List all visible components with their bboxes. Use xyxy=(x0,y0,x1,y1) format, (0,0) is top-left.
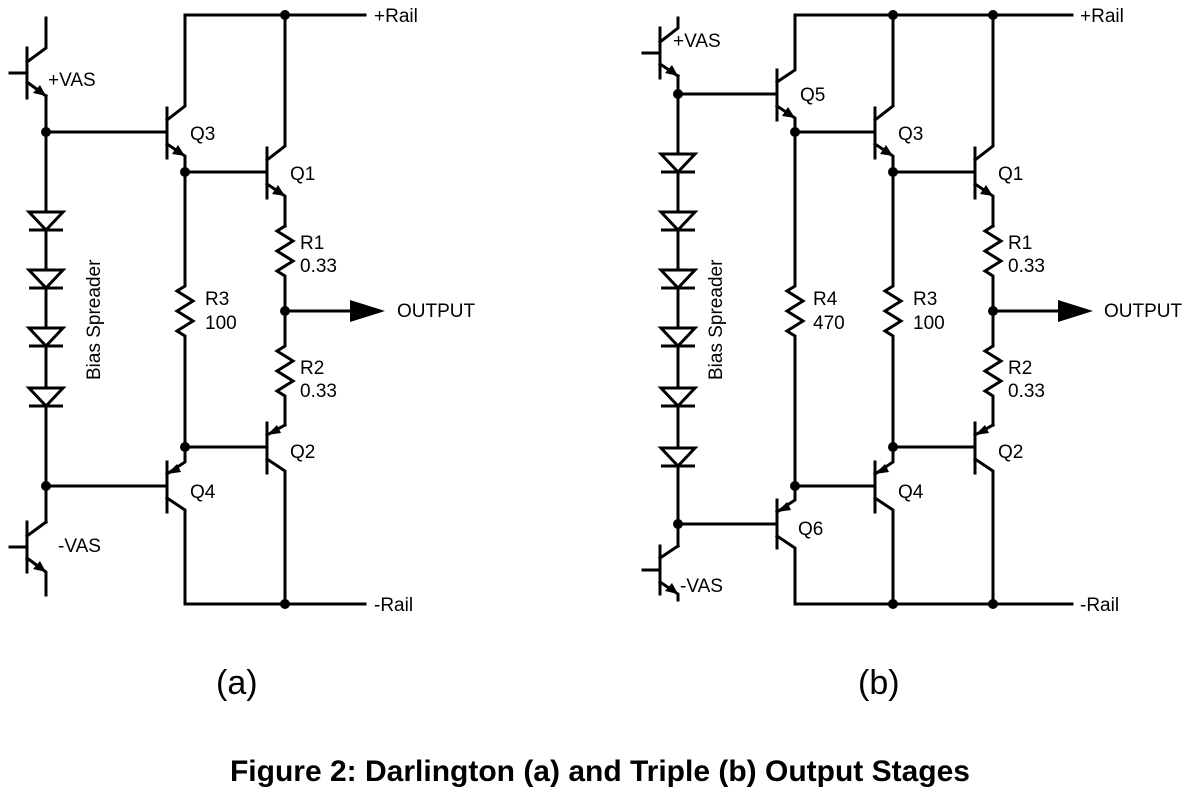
positive-rail-a xyxy=(183,10,367,20)
circuit-a: +Rail -Rail +VAS -VAS xyxy=(8,6,476,702)
r4-value-b: 470 xyxy=(813,313,845,334)
r3-resistor-b xyxy=(882,170,904,452)
q4-label-b: Q4 xyxy=(898,482,924,503)
r2-value-b: 0.33 xyxy=(1008,381,1045,402)
bias-spreader-label-a: Bias Spreader xyxy=(84,259,105,380)
positive-rail-b xyxy=(793,10,1074,20)
r1-name-a: R1 xyxy=(300,233,324,254)
q3-label-a: Q3 xyxy=(190,124,215,145)
r3-name-b: R3 xyxy=(913,289,937,310)
vas-negative-transistor-b xyxy=(641,522,681,602)
output-node-b xyxy=(988,300,1093,322)
vas-negative-label-a: -VAS xyxy=(58,536,101,557)
vas-positive-transistor-a xyxy=(8,16,49,134)
r4-resistor-b xyxy=(784,130,806,491)
positive-rail-label-b: +Rail xyxy=(1080,6,1124,27)
output-label-a: OUTPUT xyxy=(397,301,476,322)
vas-positive-label-a: +VAS xyxy=(48,70,96,91)
r2-resistor-b xyxy=(982,309,1004,427)
negative-rail-label-b: -Rail xyxy=(1080,595,1119,616)
r3-value-b: 100 xyxy=(913,313,945,334)
r2-value-a: 0.33 xyxy=(300,381,337,402)
q4-transistor-a xyxy=(44,445,187,606)
q2-transistor-a xyxy=(183,421,288,606)
q2-label-b: Q2 xyxy=(998,442,1023,463)
vas-negative-transistor-a xyxy=(8,484,49,597)
bias-spreader-label-b: Bias Spreader xyxy=(706,259,727,380)
r1-resistor-a xyxy=(274,223,296,313)
vas-positive-label-b: +VAS xyxy=(673,31,721,52)
r3-name-a: R3 xyxy=(205,289,229,310)
q1-transistor-b xyxy=(891,13,995,228)
output-label-b: OUTPUT xyxy=(1104,301,1183,322)
circuit-b: +Rail -Rail +VAS -VAS xyxy=(641,6,1183,702)
r4-name-b: R4 xyxy=(813,289,838,310)
q1-label-b: Q1 xyxy=(998,164,1023,185)
vas-positive-transistor-b xyxy=(641,16,681,96)
r1-name-b: R1 xyxy=(1008,233,1032,254)
negative-rail-a xyxy=(183,599,367,609)
panel-label-b: (b) xyxy=(858,664,900,702)
r3-value-a: 100 xyxy=(205,313,237,334)
r1-value-a: 0.33 xyxy=(300,256,337,277)
q4-transistor-b xyxy=(793,445,895,606)
r1-resistor-b xyxy=(982,223,1004,313)
r1-value-b: 0.33 xyxy=(1008,256,1045,277)
q3-transistor-b xyxy=(793,13,898,177)
r2-resistor-a xyxy=(274,309,296,427)
figure-caption: Figure 2: Darlington (a) and Triple (b) … xyxy=(230,755,970,788)
positive-rail-label-a: +Rail xyxy=(374,6,418,27)
q1-label-a: Q1 xyxy=(290,164,315,185)
r2-name-b: R2 xyxy=(1008,358,1032,379)
q1-transistor-a xyxy=(183,13,287,228)
q5-label-b: Q5 xyxy=(800,85,825,106)
q2-transistor-b xyxy=(891,421,996,606)
q3-transistor-a xyxy=(44,13,190,177)
output-node-a xyxy=(280,300,385,322)
q6-label-b: Q6 xyxy=(798,519,823,540)
negative-rail-label-a: -Rail xyxy=(374,595,413,616)
q3-label-b: Q3 xyxy=(898,124,923,145)
bias-spreader-b xyxy=(659,89,697,529)
panel-label-a: (a) xyxy=(216,664,258,702)
q2-label-a: Q2 xyxy=(290,442,315,463)
q6-transistor-b xyxy=(676,484,797,606)
r2-name-a: R2 xyxy=(300,358,324,379)
q4-label-a: Q4 xyxy=(190,482,216,503)
bias-spreader-a xyxy=(27,127,65,491)
vas-negative-label-b: -VAS xyxy=(680,576,723,597)
r3-resistor-a xyxy=(174,170,196,452)
negative-rail-b xyxy=(793,599,1074,609)
